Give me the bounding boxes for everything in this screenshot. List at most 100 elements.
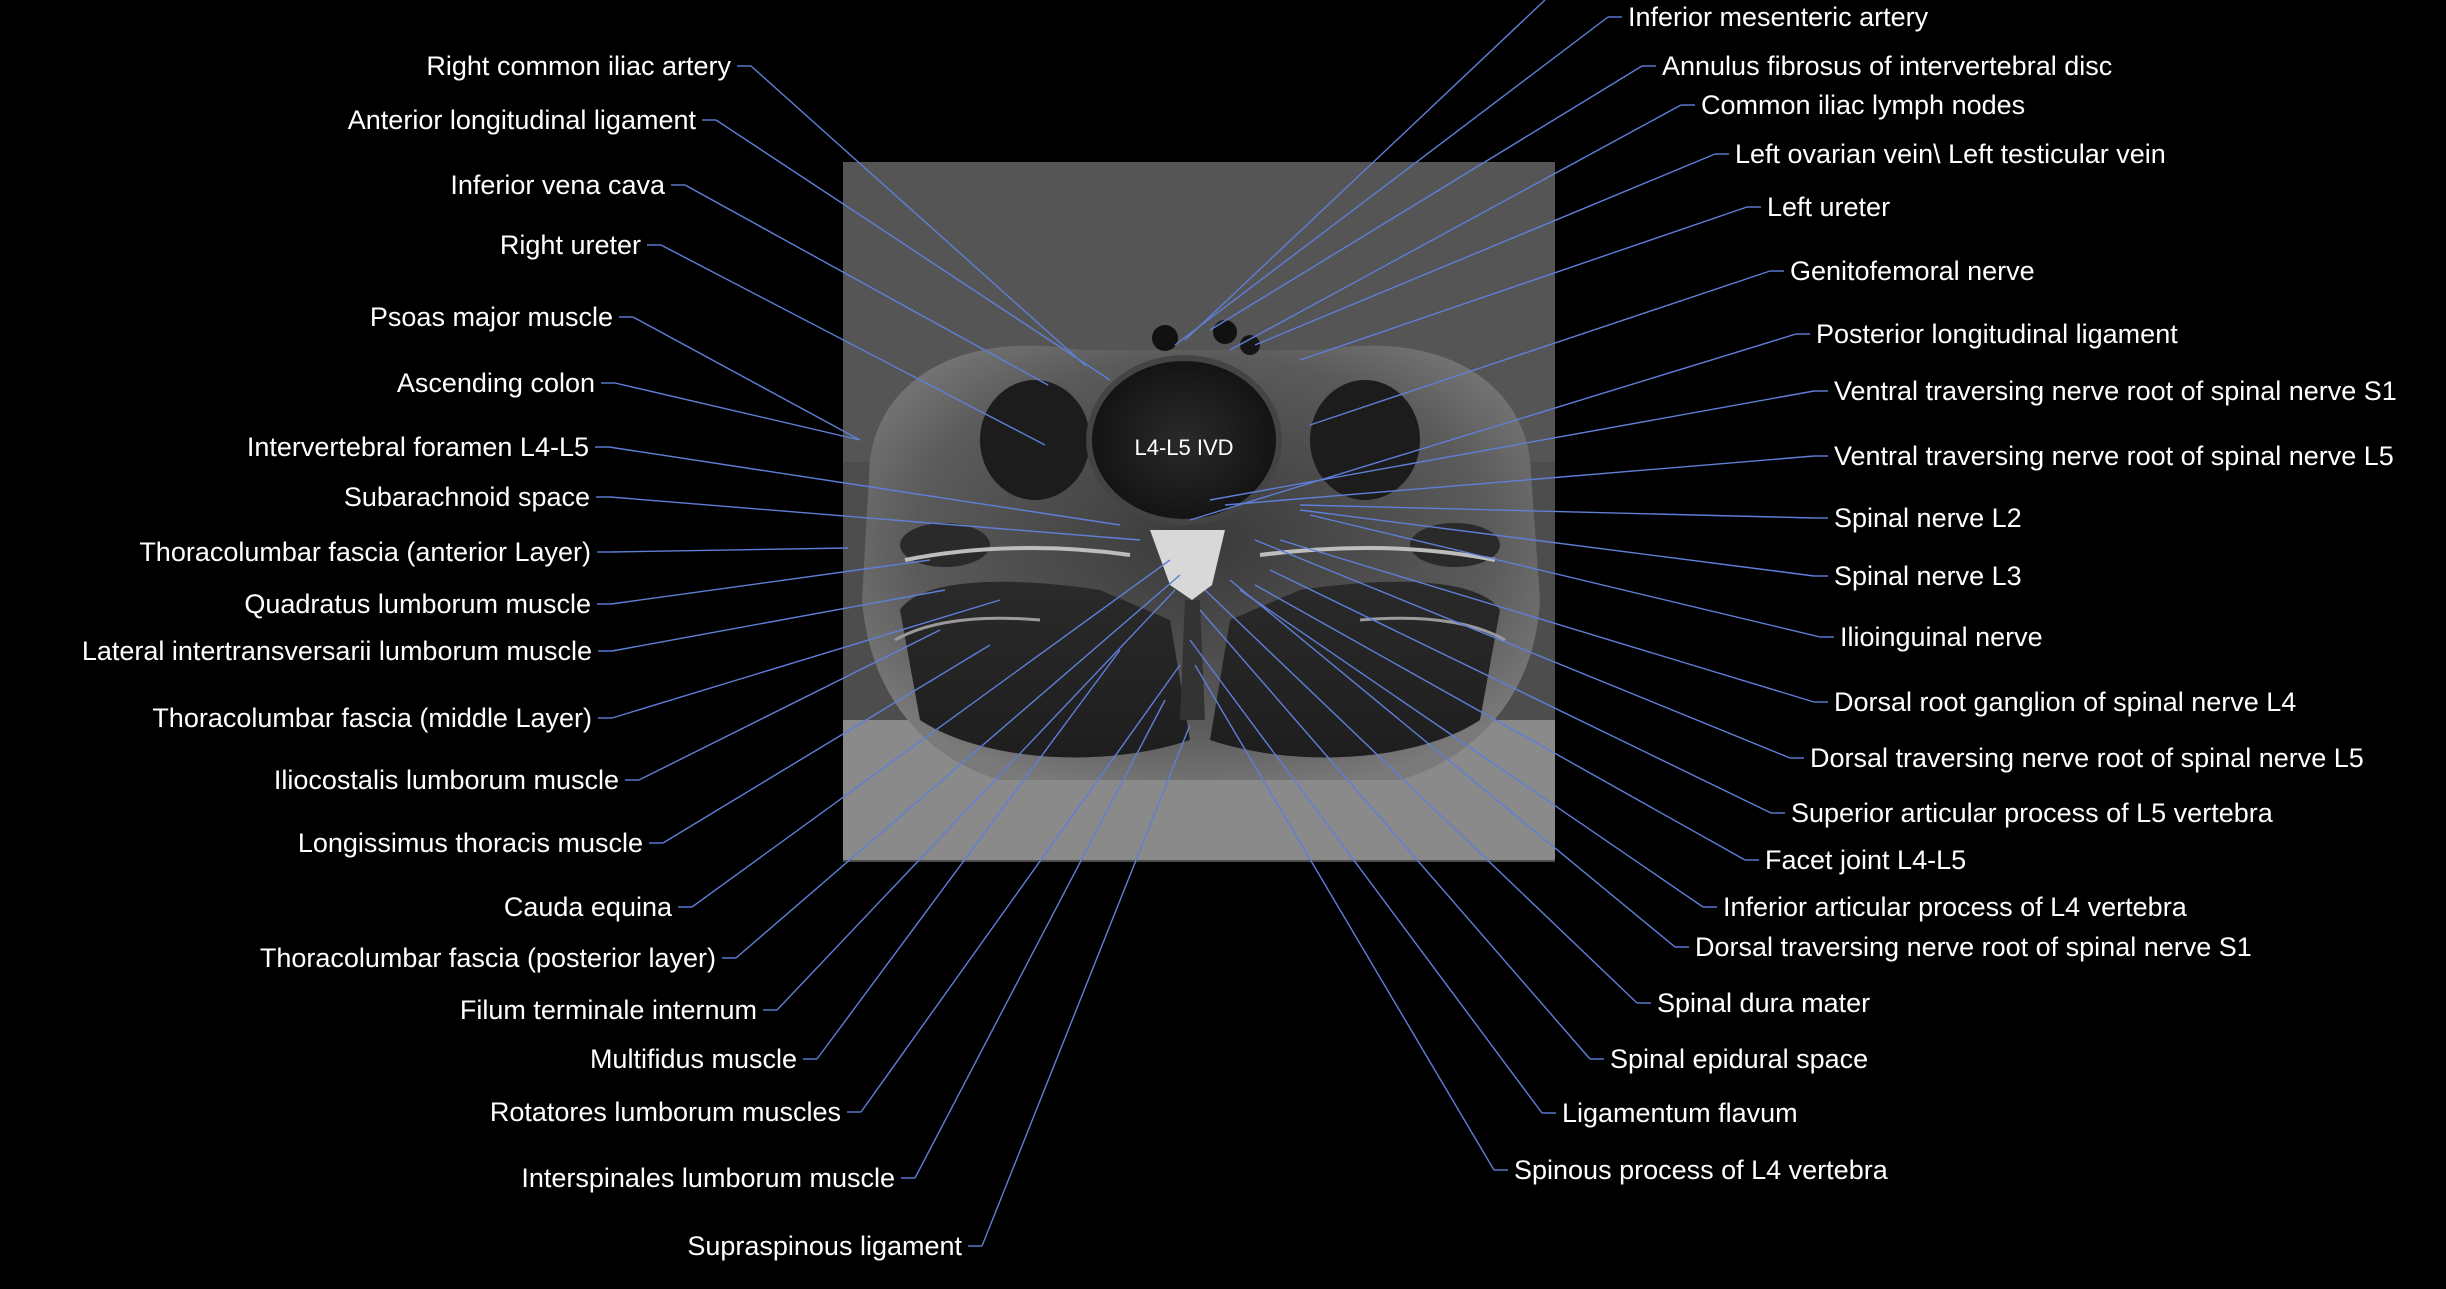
- leader-line-genitofemoral-nerve: [1309, 270, 1771, 426]
- leader-line-inferior-mesenteric-artery: [1174, 16, 1609, 346]
- fascia-streak-right: [904, 546, 1131, 562]
- leader-line-left-ureter: [1299, 206, 1748, 361]
- label-left-ovarian-vein-left-testicular-vein: Left ovarian vein\ Left testicular vein: [1735, 139, 2166, 169]
- leader-line-interspinales-lumborum-muscle: [914, 699, 1166, 1179]
- leader-line-spinal-nerve-l2: [1299, 504, 1815, 519]
- left-back-muscles: [1210, 581, 1500, 758]
- leader-line-spinal-dura-mater: [1204, 589, 1638, 1004]
- leader-line-common-iliac-lymph-nodes: [1229, 104, 1682, 351]
- label-spinous-process-of-l4-vertebra: Spinous process of L4 vertebra: [1514, 1155, 1888, 1185]
- label-supraspinous-ligament: Supraspinous ligament: [687, 1231, 962, 1261]
- leader-line-lateral-intertransversarii-lumborum-muscle: [611, 589, 946, 652]
- label-spinal-nerve-l2: Spinal nerve L2: [1834, 503, 2022, 533]
- label-thoracolumbar-fascia-middle-layer: Thoracolumbar fascia (middle Layer): [152, 703, 592, 733]
- leader-lines: [595, 0, 1834, 1247]
- leader-line-ventral-traversing-nerve-root-of-spinal-nerve-l5: [1224, 455, 1815, 506]
- label-ascending-colon: Ascending colon: [396, 368, 595, 398]
- leader-line-cauda-equina: [691, 559, 1171, 908]
- label-spinal-nerve-l3: Spinal nerve L3: [1834, 561, 2022, 591]
- label-superior-articular-process-of-l5-vertebra: Superior articular process of L5 vertebr…: [1791, 798, 2273, 828]
- spinal-canal: [1150, 530, 1225, 600]
- label-multifidus-muscle: Multifidus muscle: [589, 1044, 797, 1074]
- label-left-ureter: Left ureter: [1767, 192, 1891, 222]
- label-iliocostalis-lumborum-muscle: Iliocostalis lumborum muscle: [273, 765, 619, 795]
- label-ilioinguinal-nerve: Ilioinguinal nerve: [1840, 622, 2043, 652]
- label-psoas-major-muscle: Psoas major muscle: [369, 302, 613, 332]
- label-longissimus-thoracis-muscle: Longissimus thoracis muscle: [297, 828, 643, 858]
- label-intervertebral-foramen-l4-l5: Intervertebral foramen L4-L5: [246, 432, 589, 462]
- leader-line-left-ovarian-vein-left-testicular-vein: [1254, 153, 1716, 346]
- label-spinal-epidural-space: Spinal epidural space: [1610, 1044, 1869, 1074]
- label-quadratus-lumborum-muscle: Quadratus lumborum muscle: [244, 589, 591, 619]
- leader-line-multifidus-muscle: [816, 649, 1121, 1060]
- label-ventral-traversing-nerve-root-of-spinal-nerve-l5: Ventral traversing nerve root of spinal …: [1834, 441, 2394, 471]
- label-ligamentum-flavum: Ligamentum flavum: [1562, 1098, 1798, 1128]
- label-inferior-articular-process-of-l4-vertebra: Inferior articular process of L4 vertebr…: [1723, 892, 2187, 922]
- leader-line-ascending-colon: [614, 382, 861, 441]
- leader-line-iliocostalis-lumborum-muscle: [638, 629, 941, 781]
- leader-line-filum-terminale-internum: [776, 589, 1176, 1011]
- intervertebral-disc: [1086, 355, 1282, 525]
- label-posterior-longitudinal-ligament: Posterior longitudinal ligament: [1816, 319, 2178, 349]
- label-facet-joint-l4-l5: Facet joint L4-L5: [1765, 845, 1967, 875]
- leader-line-spinal-epidural-space: [1199, 609, 1591, 1060]
- label-interspinales-lumborum-muscle: Interspinales lumborum muscle: [521, 1163, 895, 1193]
- leader-line-intervertebral-foramen-l4-l5: [608, 446, 1121, 526]
- label-inferior-mesenteric-artery: Inferior mesenteric artery: [1628, 2, 1929, 32]
- label-anterior-longitudinal-ligament: Anterior longitudinal ligament: [347, 105, 696, 135]
- leader-line-subarachnoid-space: [609, 496, 1141, 541]
- label-rotatores-lumborum-muscles: Rotatores lumborum muscles: [489, 1097, 841, 1127]
- spinous-process: [1180, 600, 1205, 720]
- leader-line-anterior-longitudinal-ligament: [715, 119, 1111, 381]
- leader-line-offscreen: [1184, 0, 1546, 341]
- left-psoas: [1310, 380, 1420, 500]
- leader-line-ventral-traversing-nerve-root-of-spinal-nerve-s1: [1209, 390, 1815, 501]
- vessel-3: [1240, 335, 1260, 355]
- leader-line-ligamentum-flavum: [1189, 639, 1543, 1114]
- leader-line-right-common-iliac-artery: [750, 65, 1087, 367]
- leader-line-right-ureter: [660, 244, 1046, 446]
- label-subarachnoid-space: Subarachnoid space: [343, 482, 590, 512]
- leader-line-inferior-vena-cava: [684, 184, 1049, 386]
- label-thoracolumbar-fascia-anterior-layer: Thoracolumbar fascia (anterior Layer): [139, 537, 591, 567]
- vessel-1: [1152, 325, 1178, 351]
- leader-line-spinous-process-of-l4-vertebra: [1194, 664, 1495, 1171]
- right-back-muscles: [900, 581, 1190, 758]
- label-cauda-equina: Cauda equina: [503, 892, 672, 922]
- leader-line-dorsal-traversing-nerve-root-of-spinal-nerve-s1: [1229, 579, 1676, 948]
- leader-line-facet-joint-l4-l5: [1254, 584, 1746, 861]
- leader-line-supraspinous-ligament: [981, 724, 1191, 1247]
- label-genitofemoral-nerve: Genitofemoral nerve: [1790, 256, 2035, 286]
- fascia-streak-left: [1259, 546, 1496, 562]
- label-right-ureter: Right ureter: [499, 230, 641, 260]
- fascia-streak-lower-right: [894, 616, 1041, 642]
- leader-line-inferior-articular-process-of-l4-vertebra: [1239, 589, 1704, 908]
- vessel-2: [1213, 320, 1237, 344]
- leader-line-quadratus-lumborum-muscle: [610, 559, 931, 605]
- label-dorsal-traversing-nerve-root-of-spinal-nerve-s1: Dorsal traversing nerve root of spinal n…: [1695, 932, 2252, 962]
- label-common-iliac-lymph-nodes: Common iliac lymph nodes: [1701, 90, 2026, 120]
- label-thoracolumbar-fascia-posterior-layer: Thoracolumbar fascia (posterior layer): [259, 943, 716, 973]
- mri-scan: L4-L5 IVD: [843, 162, 1555, 862]
- leader-line-thoracolumbar-fascia-middle-layer: [611, 599, 1001, 719]
- leader-line-dorsal-traversing-nerve-root-of-spinal-nerve-l5: [1254, 539, 1791, 759]
- label-inferior-vena-cava: Inferior vena cava: [450, 170, 665, 200]
- leader-line-rotatores-lumborum-muscles: [860, 664, 1181, 1113]
- fascia-streak-lower-left: [1359, 616, 1506, 642]
- label-dorsal-traversing-nerve-root-of-spinal-nerve-l5: Dorsal traversing nerve root of spinal n…: [1810, 743, 2364, 773]
- leader-line-longissimus-thoracis-muscle: [662, 644, 991, 844]
- leader-line-ilioinguinal-nerve: [1309, 514, 1821, 638]
- leader-line-spinal-nerve-l3: [1299, 509, 1815, 577]
- leader-line-annulus-fibrosus-of-intervertebral-disc: [1209, 65, 1643, 331]
- leader-line-psoas-major-muscle: [632, 316, 861, 441]
- label-filum-terminale-internum: Filum terminale internum: [459, 995, 757, 1025]
- label-annulus-fibrosus-of-intervertebral-disc: Annulus fibrosus of intervertebral disc: [1662, 51, 2113, 81]
- leader-line-posterior-longitudinal-ligament: [1189, 333, 1797, 521]
- label-right-common-iliac-artery: Right common iliac artery: [426, 51, 731, 81]
- leader-line-thoracolumbar-fascia-anterior-layer: [610, 547, 849, 553]
- leader-line-superior-articular-process-of-l5-vertebra: [1269, 569, 1772, 814]
- label-dorsal-root-ganglion-of-spinal-nerve-l4: Dorsal root ganglion of spinal nerve L4: [1834, 687, 2297, 717]
- label-lateral-intertransversarii-lumborum-muscle: Lateral intertransversarii lumborum musc…: [81, 636, 592, 666]
- label-spinal-dura-mater: Spinal dura mater: [1657, 988, 1871, 1018]
